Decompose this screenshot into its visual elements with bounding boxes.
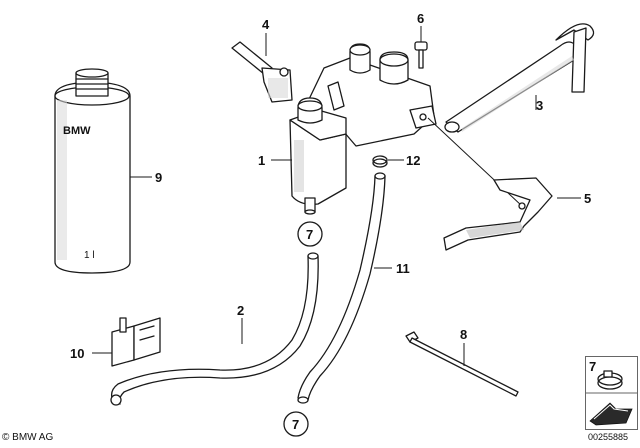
callout-9[interactable]: 9	[155, 170, 162, 185]
callout-10[interactable]: 10	[70, 346, 84, 361]
cable-tie[interactable]	[405, 331, 519, 397]
clamp-icon	[597, 370, 623, 390]
callout-8[interactable]: 8	[460, 327, 467, 342]
callout-2[interactable]: 2	[237, 303, 244, 318]
callout-11[interactable]: 11	[396, 261, 410, 276]
copyright-text: © BMW AG	[2, 432, 54, 443]
screw[interactable]	[414, 41, 428, 69]
hose-clamp[interactable]	[372, 155, 388, 168]
arrow-icon	[589, 402, 633, 426]
hose-top[interactable]	[444, 23, 595, 133]
callout-1[interactable]: 1	[258, 153, 265, 168]
mounting-bracket[interactable]	[443, 177, 553, 251]
callout-7-bottom-badge[interactable]: 7	[283, 411, 309, 437]
hose-center[interactable]	[297, 172, 386, 404]
hose-left[interactable]	[110, 252, 319, 406]
callout-6[interactable]: 6	[417, 11, 424, 26]
svg-text:7: 7	[292, 417, 299, 432]
can-brand-label: BMW	[63, 125, 91, 137]
diagram-id: 00255885	[588, 432, 629, 442]
can-volume-label: 1 l	[84, 250, 95, 261]
hose-clip[interactable]	[111, 317, 161, 367]
legend-box: 7	[585, 356, 638, 430]
svg-text:7: 7	[306, 227, 313, 242]
callout-12[interactable]: 12	[406, 153, 420, 168]
legend-graphic: 7	[586, 359, 637, 426]
callout-3[interactable]: 3	[536, 98, 543, 113]
callout-5[interactable]: 5	[584, 191, 591, 206]
sensor-connector[interactable]	[231, 41, 293, 103]
callout-4[interactable]: 4	[262, 17, 270, 32]
fluid-can[interactable]: BMW 1 l	[54, 68, 131, 274]
legend-number: 7	[589, 359, 596, 374]
reservoir[interactable]	[289, 43, 437, 215]
callout-7-top-badge[interactable]: 7	[297, 221, 323, 247]
